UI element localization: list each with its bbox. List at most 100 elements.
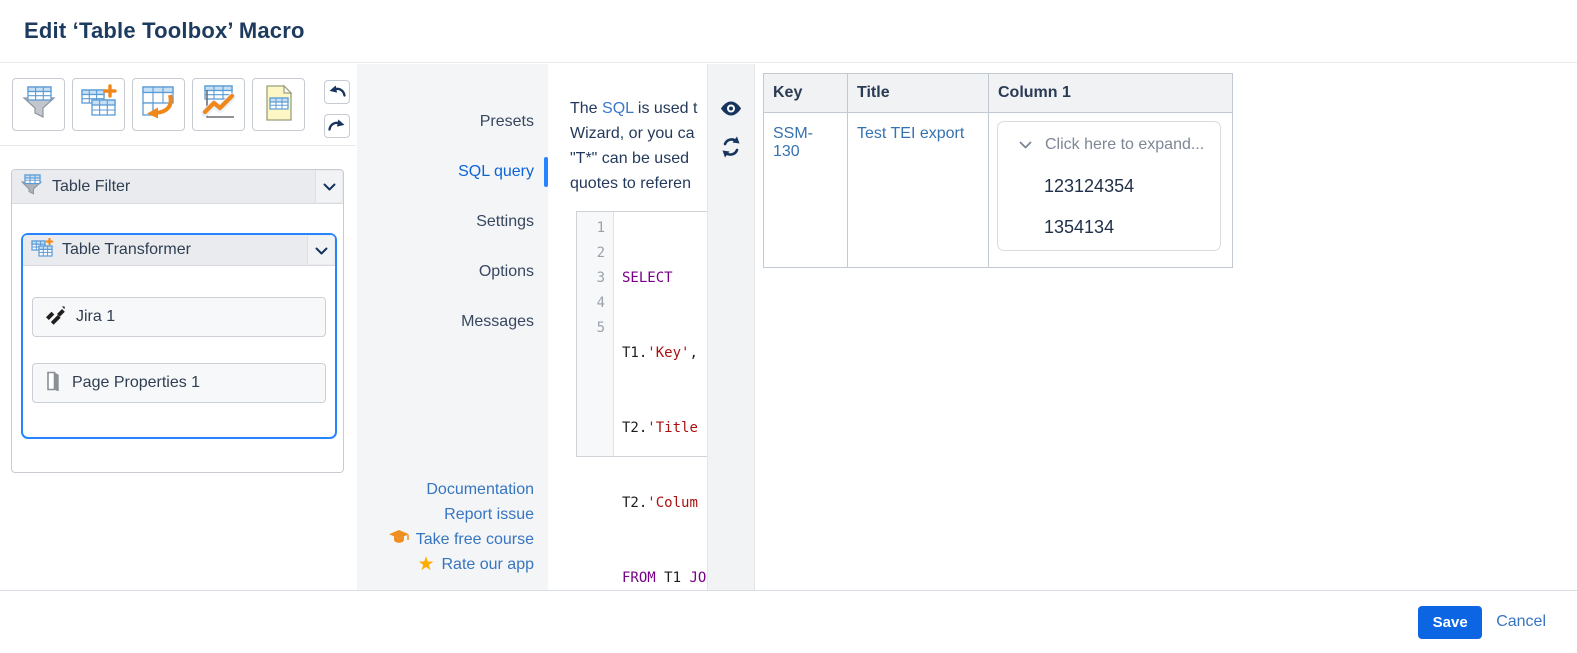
table-row: SSM-130 Test TEI export C [763,112,1233,268]
expanded-value: 1354134 [1044,217,1115,237]
column-header-column1: Column 1 [988,73,1233,113]
sql-string: 'Key' [647,345,690,361]
nav-item-presets[interactable]: Presets [357,109,548,135]
sql-keyword: FROM [622,570,656,586]
sql-code-editor[interactable]: 1 2 3 4 5 SELECT T1.'Key', T2.'Title T2.… [576,211,707,586]
description-line: Wizard, or you ca [570,125,695,142]
result-table-header-row: Key Title Column 1 [763,73,1233,113]
help-link-label: Documentation [426,480,534,498]
rate-our-app-link[interactable]: ★ Rate our app [389,552,534,577]
sql-punctuation: , [689,345,698,361]
table-filter-button[interactable] [12,78,65,131]
source-item-jira[interactable]: Jira 1 [32,297,326,337]
sql-keyword: JO [689,570,707,586]
table-transformer-collapse-button[interactable] [307,236,334,264]
nav-item-label: Messages [461,313,534,330]
builder-panel: Table Filter [0,64,357,590]
nav-item-label: Settings [476,213,534,230]
nav-item-settings[interactable]: Settings [357,209,548,235]
line-number-gutter: 1 2 3 4 5 [577,212,614,456]
chart-from-table-icon [199,83,239,126]
report-issue-link[interactable]: Report issue [389,502,534,527]
table-filter-icon [19,83,59,126]
refresh-icon [720,136,742,161]
nav-item-label: Presets [479,113,534,130]
column-header-title: Title [847,73,989,113]
expanded-value: 123124354 [1044,176,1135,196]
table-transformer-panel: Table Transformer [21,233,337,439]
toolbar-divider [0,145,356,146]
table-transformer-button[interactable] [72,78,125,131]
sql-identifier: T1. [622,345,648,361]
expand-label: Click here to expand... [1045,136,1205,153]
result-table: Key Title Column 1 SSM-130 Test TEI expo… [763,73,1233,268]
macro-toolbar [12,78,305,131]
preview-area: Key Title Column 1 SSM-130 Test TEI expo… [755,64,1577,590]
code-lines: SELECT T1.'Key', T2.'Title T2.'Colum FRO… [614,212,706,586]
save-button[interactable]: Save [1418,605,1483,639]
nav-item-label: SQL query [458,163,534,180]
table-excerpt-button[interactable] [252,78,305,131]
sql-query-panel: The SQL is used t Wizard, or you ca "T*"… [548,64,707,590]
preview-actions-column [707,64,755,590]
table-filter-collapse-button[interactable] [315,171,342,202]
chevron-down-icon [1019,136,1032,154]
nav-item-label: Options [478,263,534,280]
sql-doc-link[interactable]: SQL [602,100,634,117]
description-text: The [570,100,603,117]
code-line: T2.'Title [622,416,706,441]
dialog-body: Table Filter [0,64,1577,590]
sql-string: 'Colum [647,495,698,511]
nav-item-messages[interactable]: Messages [357,309,548,335]
code-line: T1.'Key', [622,341,706,366]
help-link-label: Report issue [444,505,534,523]
expand-container: Click here to expand... 123124354 135413… [997,121,1221,251]
issue-title-link[interactable]: Test TEI export [857,125,965,142]
jira-icon [45,305,65,330]
pivot-table-button[interactable] [132,78,185,131]
issue-key-link[interactable]: SSM-130 [773,125,813,160]
take-free-course-link[interactable]: Take free course [388,527,534,552]
description-line: quotes to referen [570,175,691,192]
active-tab-indicator [544,157,548,187]
line-number: 4 [596,295,605,311]
table-filter-header[interactable]: Table Filter [12,170,343,204]
table-transformer-add-icon [79,83,119,126]
sql-description: The SQL is used t Wizard, or you ca "T*"… [570,96,697,196]
table-filter-small-icon [20,173,44,200]
help-link-label: Rate our app [441,555,534,573]
documentation-link[interactable]: Documentation [389,477,534,502]
column-header-key: Key [763,73,848,113]
description-line: The SQL is used t [570,96,697,121]
help-links: Documentation Report issue Take free cou… [388,477,534,577]
table-filter-panel: Table Filter [11,169,344,473]
line-number: 1 [596,220,605,236]
line-number: 5 [596,320,605,336]
code-line: FROM T1 JO [622,566,706,590]
table-transformer-header[interactable]: Table Transformer [23,235,335,266]
nav-item-sql-query[interactable]: SQL query [357,159,548,185]
chart-from-table-button[interactable] [192,78,245,131]
undo-redo-group [324,80,350,138]
redo-button[interactable] [324,114,350,138]
undo-icon [327,83,347,101]
line-number: 3 [596,270,605,286]
expand-toggle[interactable]: Click here to expand... [998,136,1220,154]
nav-item-options[interactable]: Options [357,259,548,285]
star-icon: ★ [417,553,435,575]
description-text: is used t [633,100,698,117]
sql-identifier: T2. [622,420,648,436]
page-properties-icon [45,371,61,396]
dialog-footer: Save Cancel [0,590,1577,653]
eye-icon [719,101,743,120]
cancel-button[interactable]: Cancel [1496,613,1546,630]
preview-button[interactable] [719,100,743,120]
table-transformer-small-icon [31,237,54,262]
source-item-page-properties[interactable]: Page Properties 1 [32,363,326,403]
cell-title: Test TEI export [847,112,989,268]
undo-button[interactable] [324,80,350,104]
refresh-button[interactable] [720,136,742,161]
cell-key: SSM-130 [763,112,848,268]
source-item-label: Page Properties 1 [72,374,201,391]
